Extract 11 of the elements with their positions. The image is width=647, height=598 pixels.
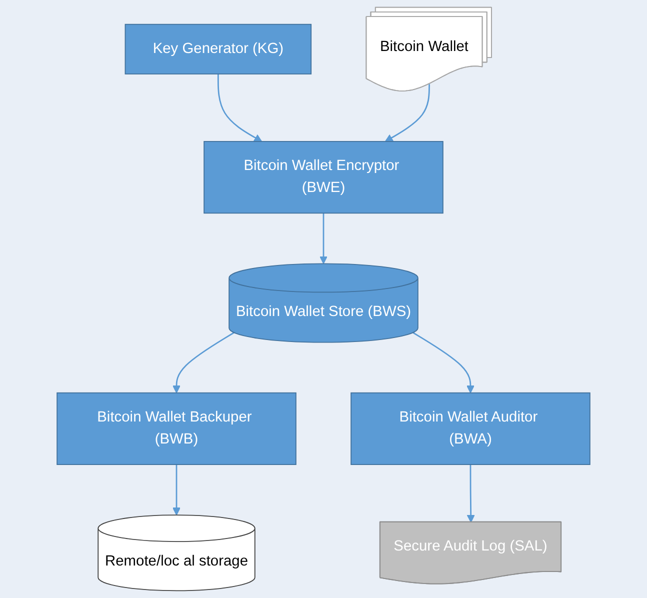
arrow: [384, 84, 430, 142]
arrow: [217, 74, 262, 142]
arrow: [412, 332, 475, 394]
arrow: [466, 464, 475, 523]
arrow: [172, 464, 181, 516]
node-box: Bitcoin Wallet Auditor (BWA): [350, 392, 590, 465]
arrow: [319, 213, 328, 264]
node-box: Key Generator (KG): [124, 24, 312, 74]
node-box: Bitcoin Wallet Backuper (BWB): [56, 392, 296, 465]
node-box: Bitcoin Wallet Encryptor (BWE): [204, 141, 444, 214]
arrow: [172, 332, 234, 394]
